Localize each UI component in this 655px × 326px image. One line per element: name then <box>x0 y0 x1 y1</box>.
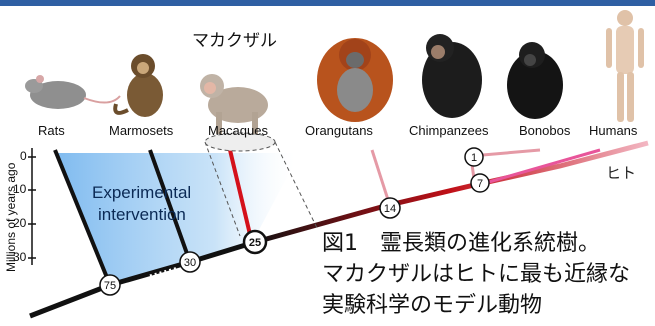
rat-branch <box>53 149 112 286</box>
node-label-1: 1 <box>471 152 477 164</box>
species-label-macaques: Macaques <box>208 123 268 138</box>
macaque-illustration <box>200 74 268 134</box>
macaque-branch <box>228 149 254 244</box>
orangutan-branch <box>370 149 392 207</box>
marmoset-branch <box>148 149 192 263</box>
y-tick-10: 10 <box>13 182 27 196</box>
node-label-14: 14 <box>384 203 396 215</box>
rat-illustration <box>25 75 121 109</box>
caption-line-2: マカクザルはヒトに最も近縁な <box>322 262 631 287</box>
species-label-humans: Humans <box>589 123 638 138</box>
human-japanese-label: ヒト <box>606 164 637 182</box>
y-tick-20: 20 <box>13 216 27 230</box>
node-label-7: 7 <box>477 178 483 190</box>
trunk-branch <box>29 240 253 319</box>
chimpanzee-illustration <box>422 34 482 118</box>
top-accent-bar <box>0 0 655 6</box>
y-tick-30: 30 <box>13 250 27 264</box>
node-circles <box>99 147 490 296</box>
species-label-chimpanzees: Chimpanzees <box>409 123 489 138</box>
species-label-orangutans: Orangutans <box>305 123 373 138</box>
species-label-bonobos: Bonobos <box>519 123 571 138</box>
y-axis <box>28 148 36 265</box>
human-branch <box>474 148 601 188</box>
intervention-label-line-1: Experimental <box>92 183 192 202</box>
caption-line-3: 実験科学のモデル動物 <box>322 293 543 318</box>
y-tick-0: 0 <box>20 149 27 163</box>
species-label-marmosets: Marmosets <box>109 123 174 138</box>
node-label-75: 75 <box>104 280 116 292</box>
caption-line-1: 図1 霊長類の進化系統樹。 <box>322 231 600 256</box>
trunk-branch-red <box>251 140 649 246</box>
node-label-30: 30 <box>184 257 196 269</box>
human-illustration <box>606 10 644 122</box>
species-label-rats: Rats <box>38 123 65 138</box>
bonobo-illustration <box>507 42 563 119</box>
orangutan-illustration <box>317 38 393 122</box>
intervention-label: Experimental intervention <box>92 182 191 226</box>
macaque-japanese-label: マカクザル <box>192 31 277 51</box>
intervention-label-line-2: intervention <box>98 205 186 224</box>
marmoset-illustration <box>113 54 163 117</box>
node-label-25: 25 <box>249 237 261 249</box>
figure-caption: 図1 霊長類の進化系統樹。 マカクザルはヒトに最も近縁な 実験科学のモデル動物 <box>322 228 630 321</box>
